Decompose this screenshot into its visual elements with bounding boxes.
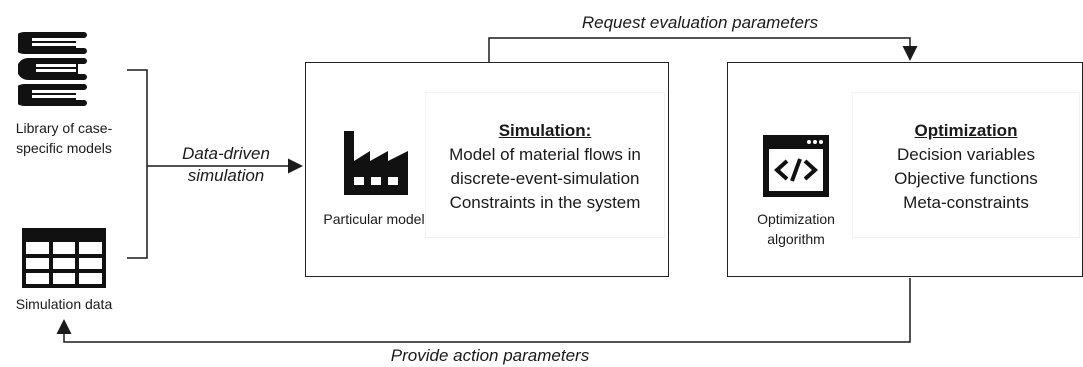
table-icon: [22, 228, 106, 293]
optimization-line: Objective functions: [894, 169, 1038, 188]
library-label: Library of case- specific models: [15, 120, 113, 156]
request-label: Request evaluation parameters: [581, 13, 819, 32]
simulation-text-panel: Simulation: Model of material flows in d…: [426, 93, 664, 237]
particular-model-label: Particular model: [323, 211, 425, 227]
simulation-line: Model of material flows in: [449, 145, 641, 164]
optimization-algorithm-label: Optimization algorithm: [757, 211, 835, 247]
simulation-title: Simulation:: [498, 121, 592, 140]
provide-label: Provide action parameters: [390, 346, 590, 365]
optimization-line: Decision variables: [897, 145, 1035, 164]
optimization-line: Meta-constraints: [903, 193, 1029, 212]
factory-icon: [340, 125, 412, 202]
optimization-box: Optimization algorithm Optimization Deci…: [727, 62, 1083, 277]
provide-arrow: [56, 278, 911, 343]
optimization-title: Optimization: [914, 121, 1018, 140]
data-driven-label: Data-driven simulation: [182, 144, 270, 185]
simulation-line: Constraints in the system: [449, 193, 641, 212]
books-icon: [13, 28, 90, 123]
input-bracket: [127, 69, 148, 259]
request-arrow: [488, 37, 918, 62]
simulation-data-label: Simulation data: [15, 296, 113, 312]
simulation-box: Particular model Simulation: Model of ma…: [305, 62, 669, 277]
simulation-line: discrete-event-simulation: [450, 169, 640, 188]
optimization-text-panel: Optimization Decision variables Objectiv…: [853, 93, 1079, 237]
code-window-icon: [761, 133, 831, 204]
